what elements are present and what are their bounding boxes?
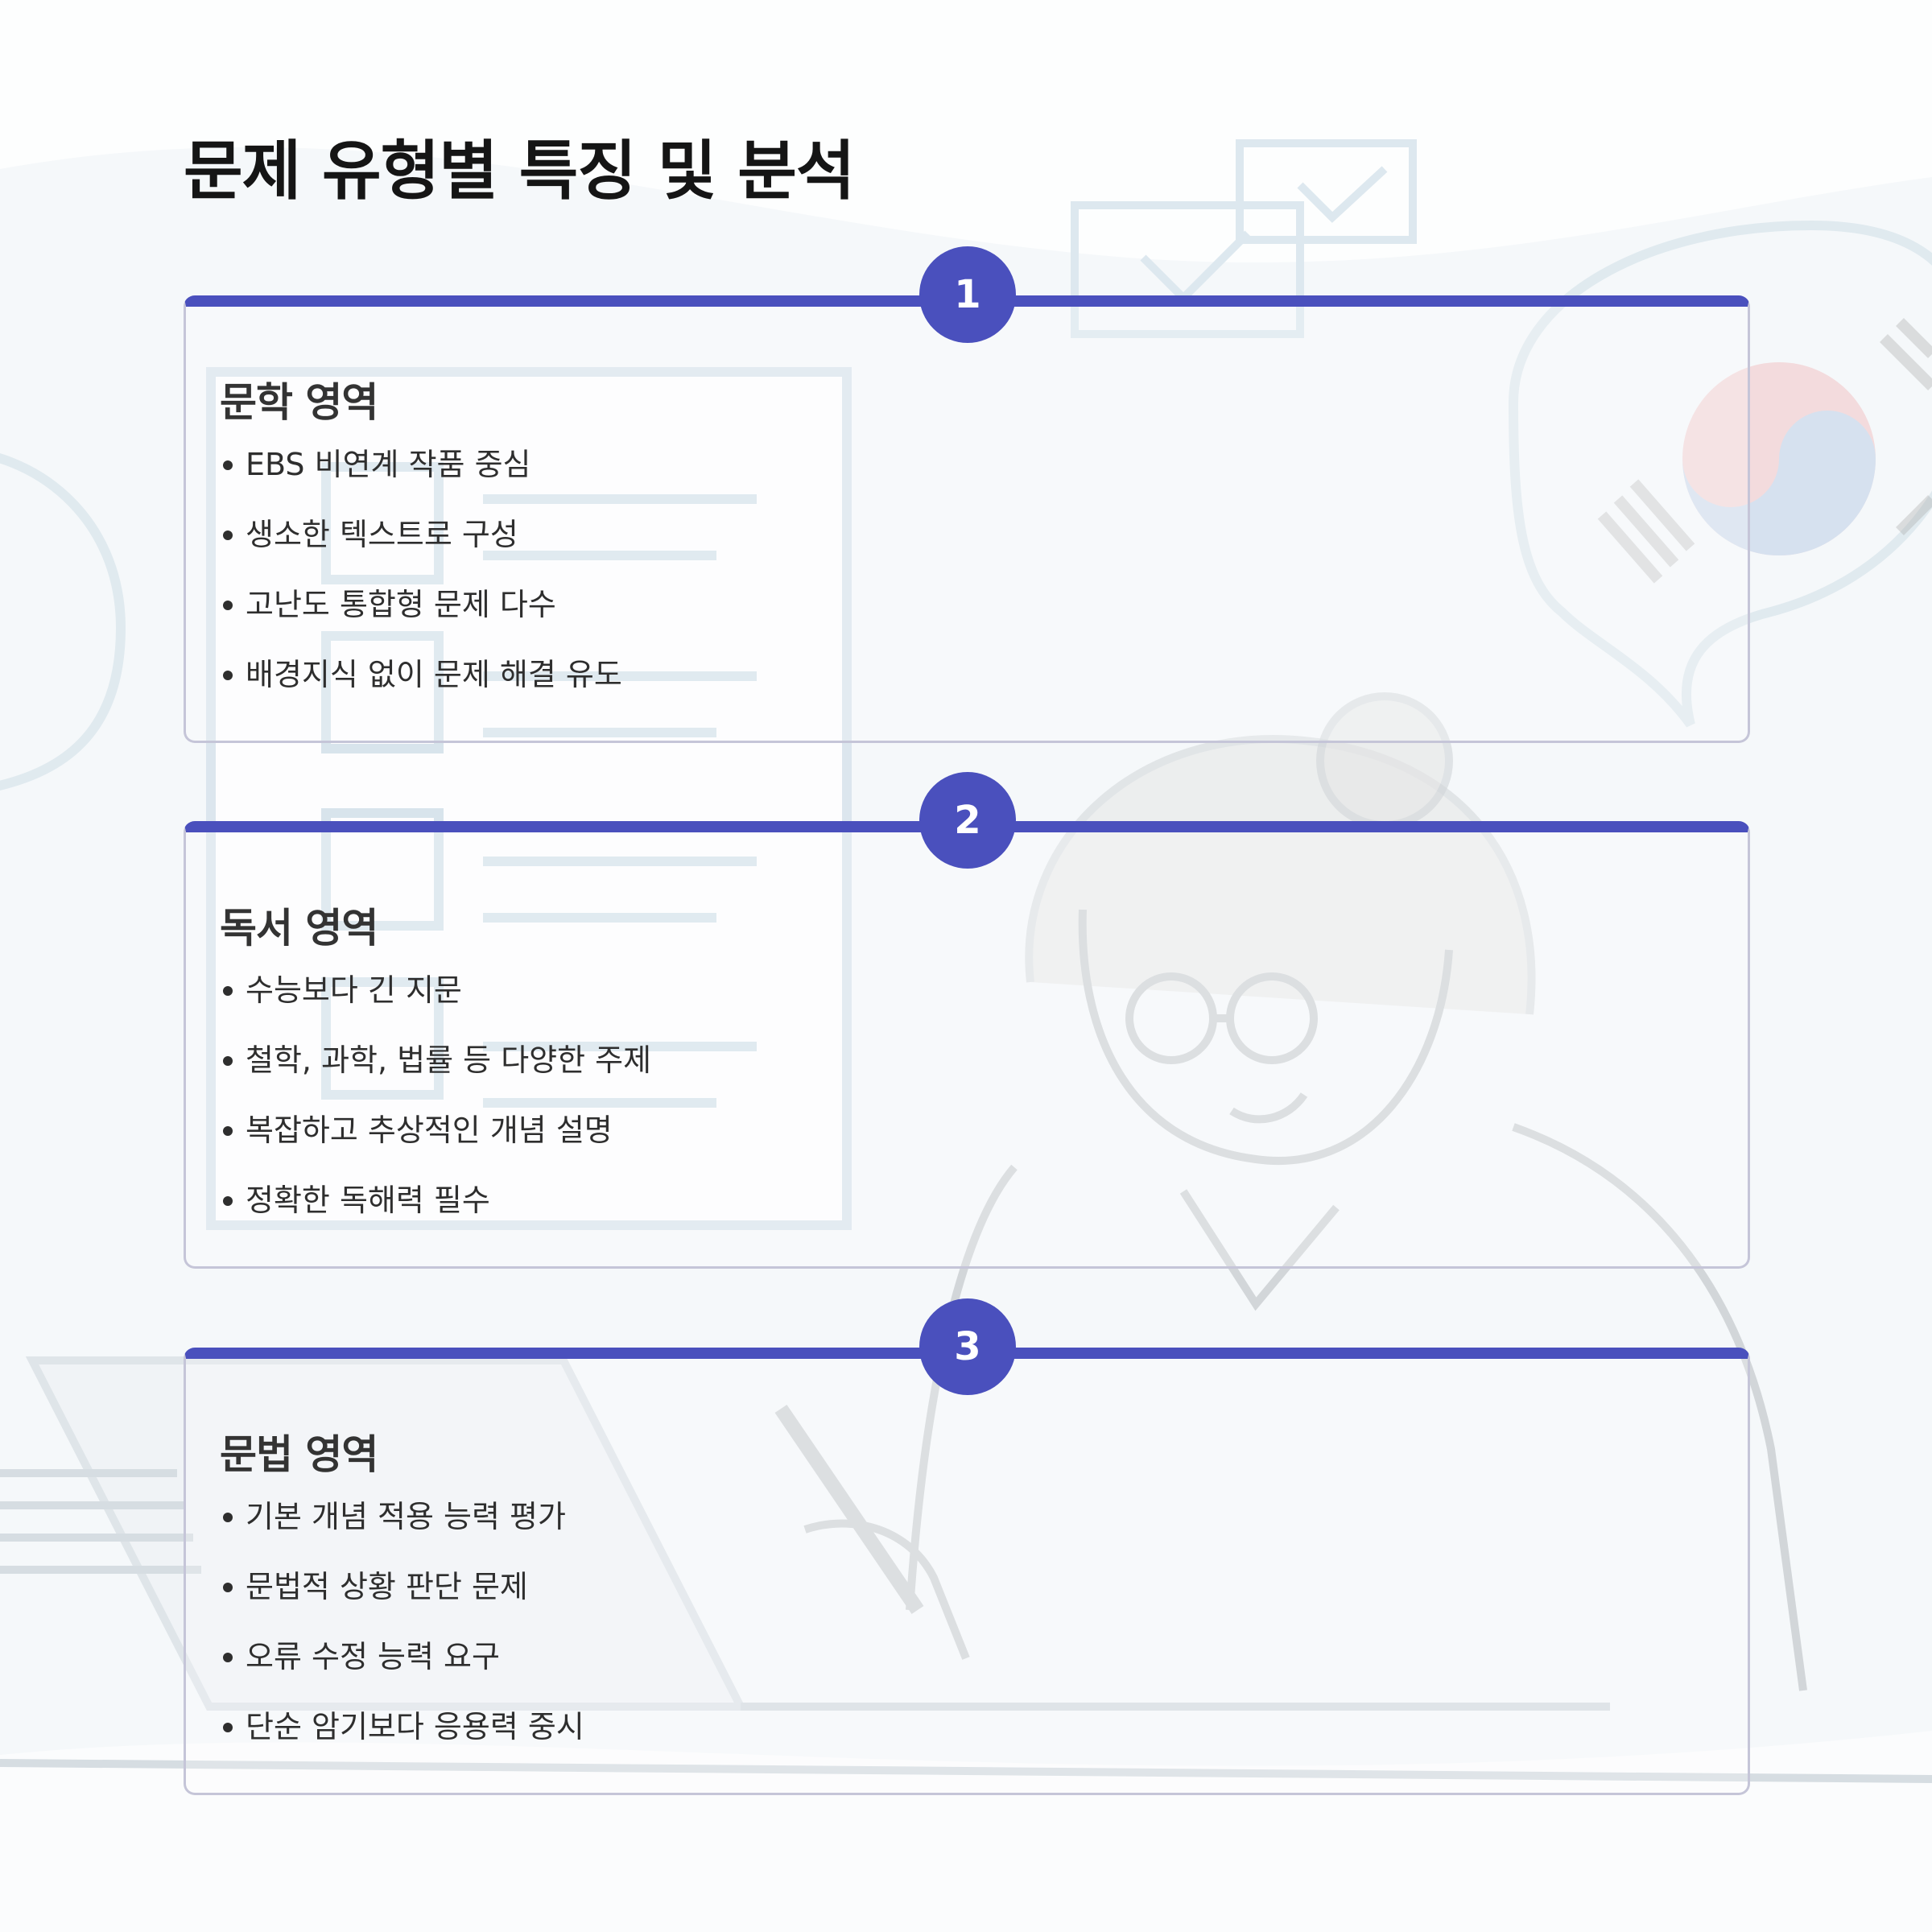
bullet-icon — [223, 1583, 233, 1592]
list-item: 철학, 과학, 법률 등 다양한 주제 — [220, 1039, 651, 1109]
bullet-list: 수능보다 긴 지문 철학, 과학, 법률 등 다양한 주제 복잡하고 추상적인 … — [220, 969, 651, 1249]
section-title: 문학 영역 — [220, 379, 378, 426]
list-item: 정확한 독해력 필수 — [220, 1179, 651, 1249]
taegeuk-illustration — [1597, 318, 1932, 584]
bullet-icon — [223, 1056, 233, 1066]
list-item: 기본 개념 적용 능력 평가 — [220, 1496, 584, 1566]
list-item-text: 생소한 텍스트로 구성 — [246, 517, 518, 552]
list-item: 단순 암기보다 응용력 중시 — [220, 1706, 584, 1776]
list-item-text: 정확한 독해력 필수 — [246, 1183, 490, 1218]
list-item: 문법적 상황 판단 문제 — [220, 1566, 584, 1636]
bullet-icon — [223, 1196, 233, 1206]
bullet-icon — [223, 986, 233, 996]
section-title: 독서 영역 — [220, 905, 378, 952]
bullet-icon — [223, 1126, 233, 1136]
section-title: 문법 영역 — [220, 1431, 378, 1478]
bullet-icon — [223, 1653, 233, 1662]
list-item-text: 단순 암기보다 응용력 중시 — [246, 1709, 584, 1744]
list-item: EBS 비연계 작품 중심 — [220, 444, 622, 514]
bullet-icon — [223, 671, 233, 680]
bullet-icon — [223, 1513, 233, 1522]
list-item: 복잡하고 추상적인 개념 설명 — [220, 1109, 651, 1179]
checklist-illustration — [206, 367, 852, 1230]
list-item-text: 문법적 상황 판단 문제 — [246, 1569, 528, 1604]
list-item: 오류 수정 능력 요구 — [220, 1636, 584, 1706]
list-item-text: 복잡하고 추상적인 개념 설명 — [246, 1113, 613, 1148]
section-number-badge: 3 — [919, 1298, 1016, 1395]
list-item-text: 배경지식 없이 문제 해결 유도 — [246, 657, 622, 692]
list-item: 배경지식 없이 문제 해결 유도 — [220, 654, 622, 724]
list-item-text: 수능보다 긴 지문 — [246, 972, 462, 1008]
bullet-list: 기본 개념 적용 능력 평가 문법적 상황 판단 문제 오류 수정 능력 요구 … — [220, 1496, 584, 1776]
section-number-badge: 1 — [919, 246, 1016, 343]
bullet-icon — [223, 1723, 233, 1732]
list-item: 수능보다 긴 지문 — [220, 969, 651, 1039]
section-number-badge: 2 — [919, 772, 1016, 869]
bullet-icon — [223, 460, 233, 470]
list-item-text: 고난도 통합형 문제 다수 — [246, 587, 556, 622]
section-card-literature: 1 문학 영역 EBS 비연계 작품 중심 생소한 텍스트로 구성 고난도 통합… — [184, 246, 1750, 743]
speech-bubbles — [0, 220, 1932, 791]
person-illustration — [774, 692, 1807, 1691]
laptop-illustration — [0, 1356, 1932, 1783]
list-item: 생소한 텍스트로 구성 — [220, 514, 622, 584]
list-item-text: 기본 개념 적용 능력 평가 — [246, 1499, 566, 1534]
list-item-text: EBS 비연계 작품 중심 — [246, 447, 531, 482]
list-item-text: 철학, 과학, 법률 등 다양한 주제 — [246, 1042, 652, 1078]
list-item-text: 오류 수정 능력 요구 — [246, 1639, 500, 1674]
bullet-icon — [223, 530, 233, 540]
bullet-list: EBS 비연계 작품 중심 생소한 텍스트로 구성 고난도 통합형 문제 다수 … — [220, 444, 622, 724]
section-card-reading: 2 독서 영역 수능보다 긴 지문 철학, 과학, 법률 등 다양한 주제 복잡… — [184, 772, 1750, 1269]
bullet-icon — [223, 601, 233, 610]
list-item: 고난도 통합형 문제 다수 — [220, 584, 622, 654]
section-card-grammar: 3 문법 영역 기본 개념 적용 능력 평가 문법적 상황 판단 문제 오류 수… — [184, 1298, 1750, 1795]
page-title: 문제 유형별 특징 및 분석 — [184, 134, 855, 208]
